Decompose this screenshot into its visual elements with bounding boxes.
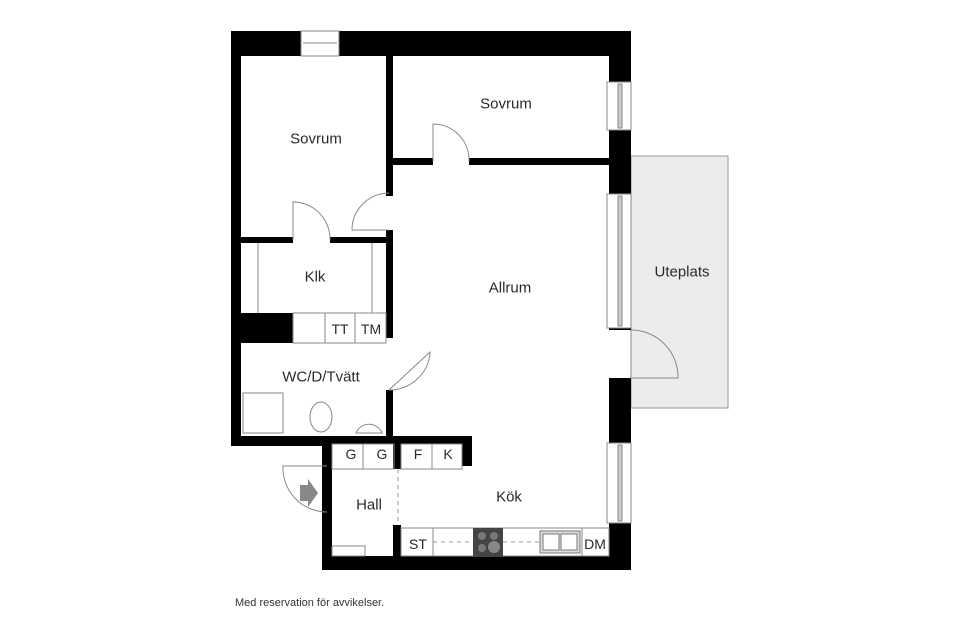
fixture-outlines — [242, 243, 610, 557]
fixture-f: F — [413, 446, 423, 462]
stove-icon — [473, 528, 503, 556]
entrance-arrow-icon — [300, 479, 318, 507]
windows — [300, 30, 632, 524]
fixture-dm: DM — [584, 536, 606, 552]
interior-walls — [241, 56, 611, 562]
room-label-uteplats: Uteplats — [654, 263, 710, 281]
sink-icon — [539, 530, 581, 554]
fixture-g2: G — [376, 446, 388, 462]
room-label-hall: Hall — [356, 496, 382, 514]
room-label-sovrum-2: Sovrum — [480, 95, 532, 113]
doors — [282, 123, 679, 513]
patio-area — [630, 155, 729, 409]
room-label-sovrum-1: Sovrum — [290, 130, 342, 148]
room-label-allrum: Allrum — [488, 279, 532, 297]
disclaimer: Med reservation för avvikelser. — [235, 597, 385, 609]
room-label-wc: WC/D/Tvätt — [282, 368, 360, 386]
room-label-kok: Kök — [496, 488, 522, 506]
outer-walls — [231, 31, 631, 570]
fixture-tt: TT — [331, 321, 349, 337]
fixture-tm: TM — [360, 321, 382, 337]
room-label-klk: Klk — [304, 268, 326, 286]
fixture-k: K — [443, 446, 453, 462]
dashed-lines — [397, 469, 540, 543]
fixture-st: ST — [409, 536, 427, 552]
fixture-g1: G — [345, 446, 357, 462]
